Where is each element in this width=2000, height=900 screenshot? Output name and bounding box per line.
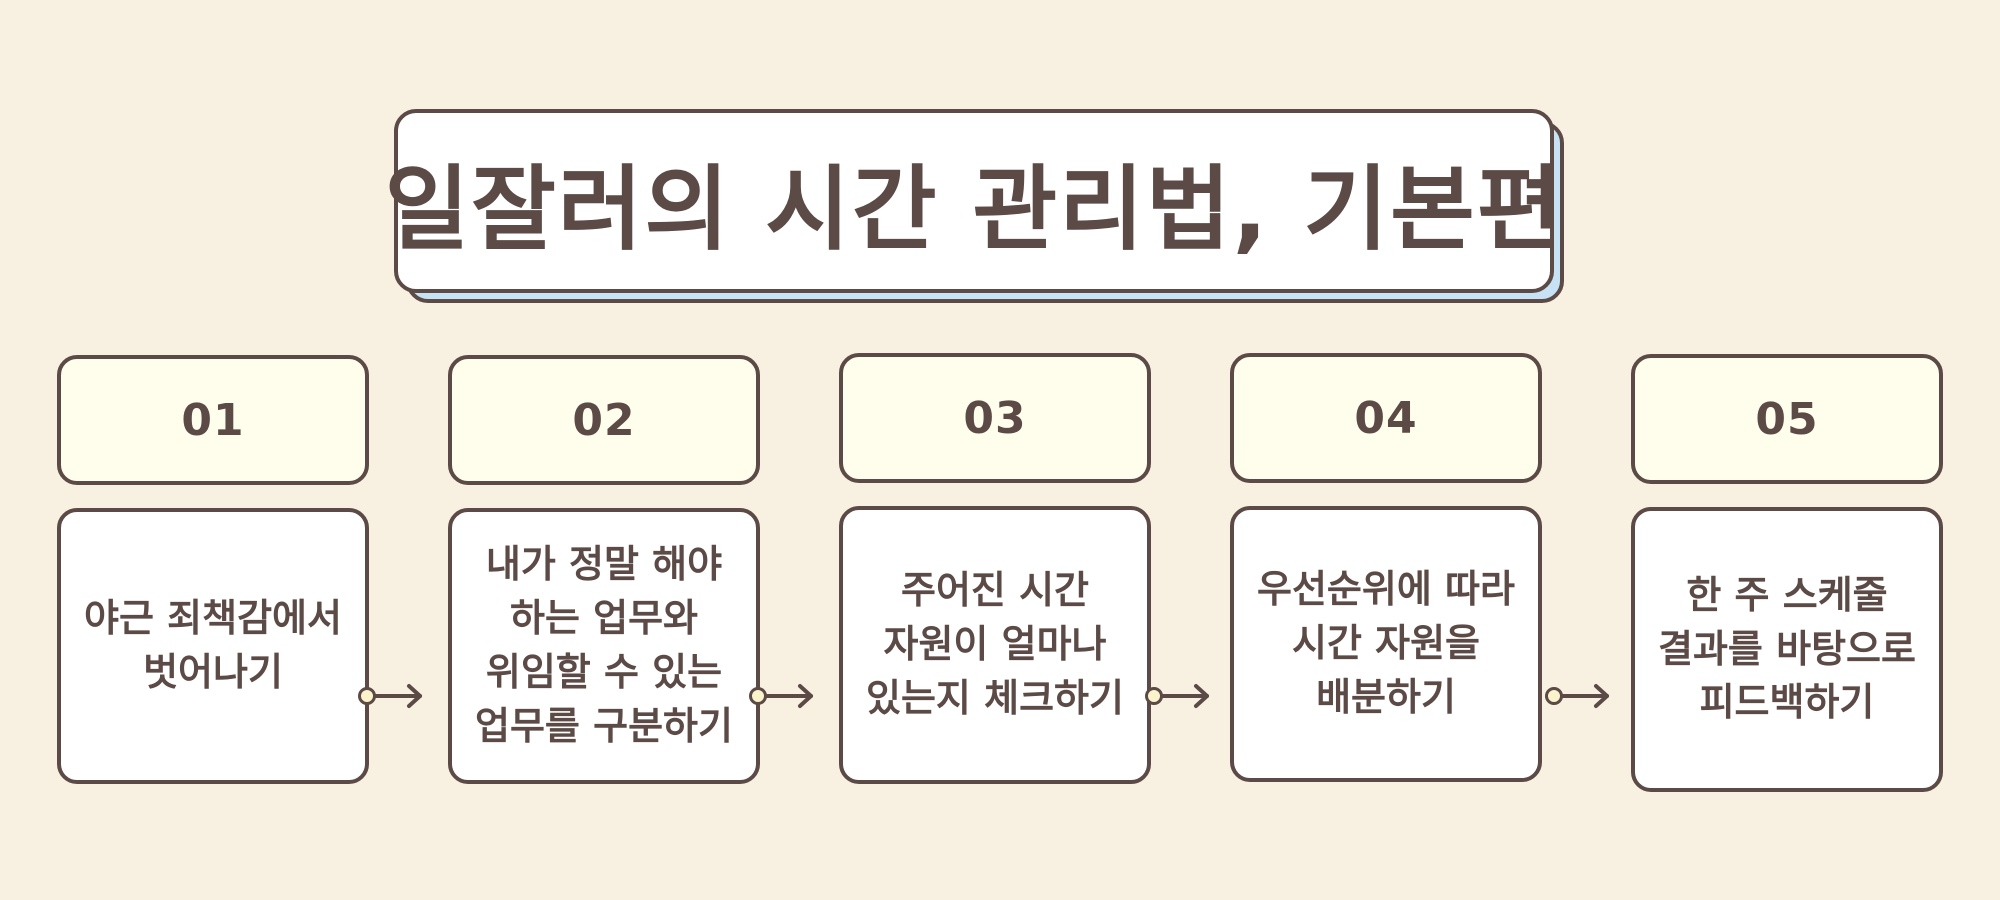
step-number-box-02: 02	[448, 355, 760, 485]
step-description-box-03: 주어진 시간 자원이 얼마나 있는지 체크하기	[839, 506, 1151, 784]
step-number-box-04: 04	[1230, 353, 1542, 483]
arrow-right-icon	[749, 684, 813, 708]
arrow-right-icon	[1545, 684, 1609, 708]
step-description: 야근 죄책감에서 벗어나기	[84, 596, 342, 694]
step-description-box-04: 우선순위에 따라 시간 자원을 배분하기	[1230, 506, 1542, 782]
step-description-box-05: 한 주 스케줄 결과를 바탕으로 피드백하기	[1631, 507, 1943, 792]
step-description: 주어진 시간 자원이 얼마나 있는지 체크하기	[866, 568, 1124, 720]
step-description-box-01: 야근 죄책감에서 벗어나기	[57, 508, 369, 784]
step-number: 03	[963, 392, 1027, 444]
title-box: 일잘러의 시간 관리법, 기본편	[385, 109, 1561, 293]
step-description-box-02: 내가 정말 해야 하는 업무와 위임할 수 있는 업무를 구분하기	[448, 508, 760, 784]
arrow-right-icon	[358, 684, 422, 708]
step-number-box-03: 03	[839, 353, 1151, 483]
step-number: 01	[181, 394, 245, 446]
step-number-box-01: 01	[57, 355, 369, 485]
arrow-right-icon	[1145, 684, 1209, 708]
step-number: 05	[1755, 393, 1819, 445]
step-description: 내가 정말 해야 하는 업무와 위임할 수 있는 업무를 구분하기	[475, 542, 733, 748]
step-description: 한 주 스케줄 결과를 바탕으로 피드백하기	[1658, 572, 1916, 725]
step-description: 우선순위에 따라 시간 자원을 배분하기	[1257, 567, 1515, 719]
step-number-box-05: 05	[1631, 354, 1943, 484]
step-number: 04	[1354, 392, 1418, 444]
page-title: 일잘러의 시간 관리법, 기본편	[384, 155, 1564, 263]
step-number: 02	[572, 394, 636, 446]
